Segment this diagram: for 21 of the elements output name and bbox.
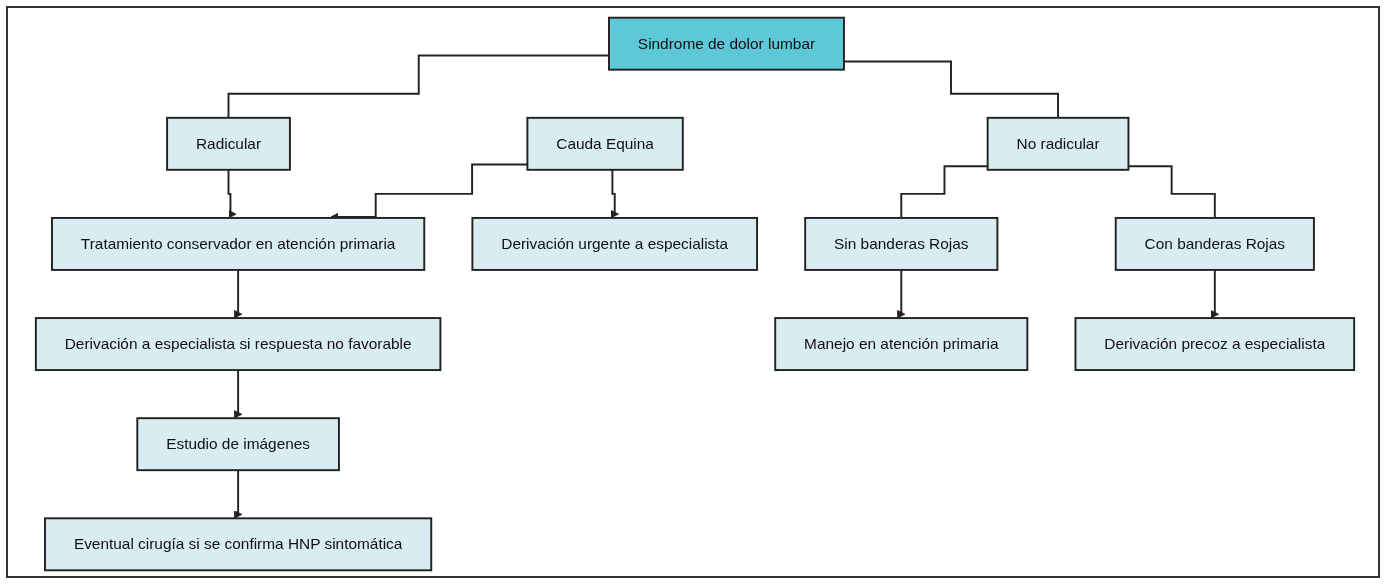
node-box: Derivación urgente a especialista bbox=[471, 217, 758, 271]
node-box: Manejo en atención primaria bbox=[774, 317, 1029, 371]
arrow bbox=[609, 168, 619, 219]
node-box: No radicular bbox=[986, 116, 1130, 171]
node-box: Cauda Equina bbox=[526, 116, 684, 171]
node-box: Radicular bbox=[166, 116, 291, 171]
arrow bbox=[897, 268, 906, 319]
node-box: Derivación precoz a especialista bbox=[1074, 317, 1356, 371]
node-box: Con banderas Rojas bbox=[1114, 217, 1315, 271]
connector bbox=[843, 60, 1059, 119]
arrow bbox=[1210, 268, 1220, 319]
arrow bbox=[233, 369, 243, 419]
arrow bbox=[233, 469, 243, 519]
node-box: Derivación a especialista si respuesta no favorable bbox=[34, 317, 442, 371]
arrow bbox=[227, 168, 237, 219]
node-box: Sindrome de dolor lumbar bbox=[608, 16, 845, 71]
node-box: Sin banderas Rojas bbox=[804, 217, 999, 271]
arrow bbox=[233, 268, 243, 319]
node-box: Tratamiento conservador en atención primaria bbox=[51, 217, 426, 271]
node-box: Estudio de imágenes bbox=[136, 417, 340, 472]
node-box: Eventual cirugía si se confirma HNP sintomática bbox=[44, 517, 433, 572]
